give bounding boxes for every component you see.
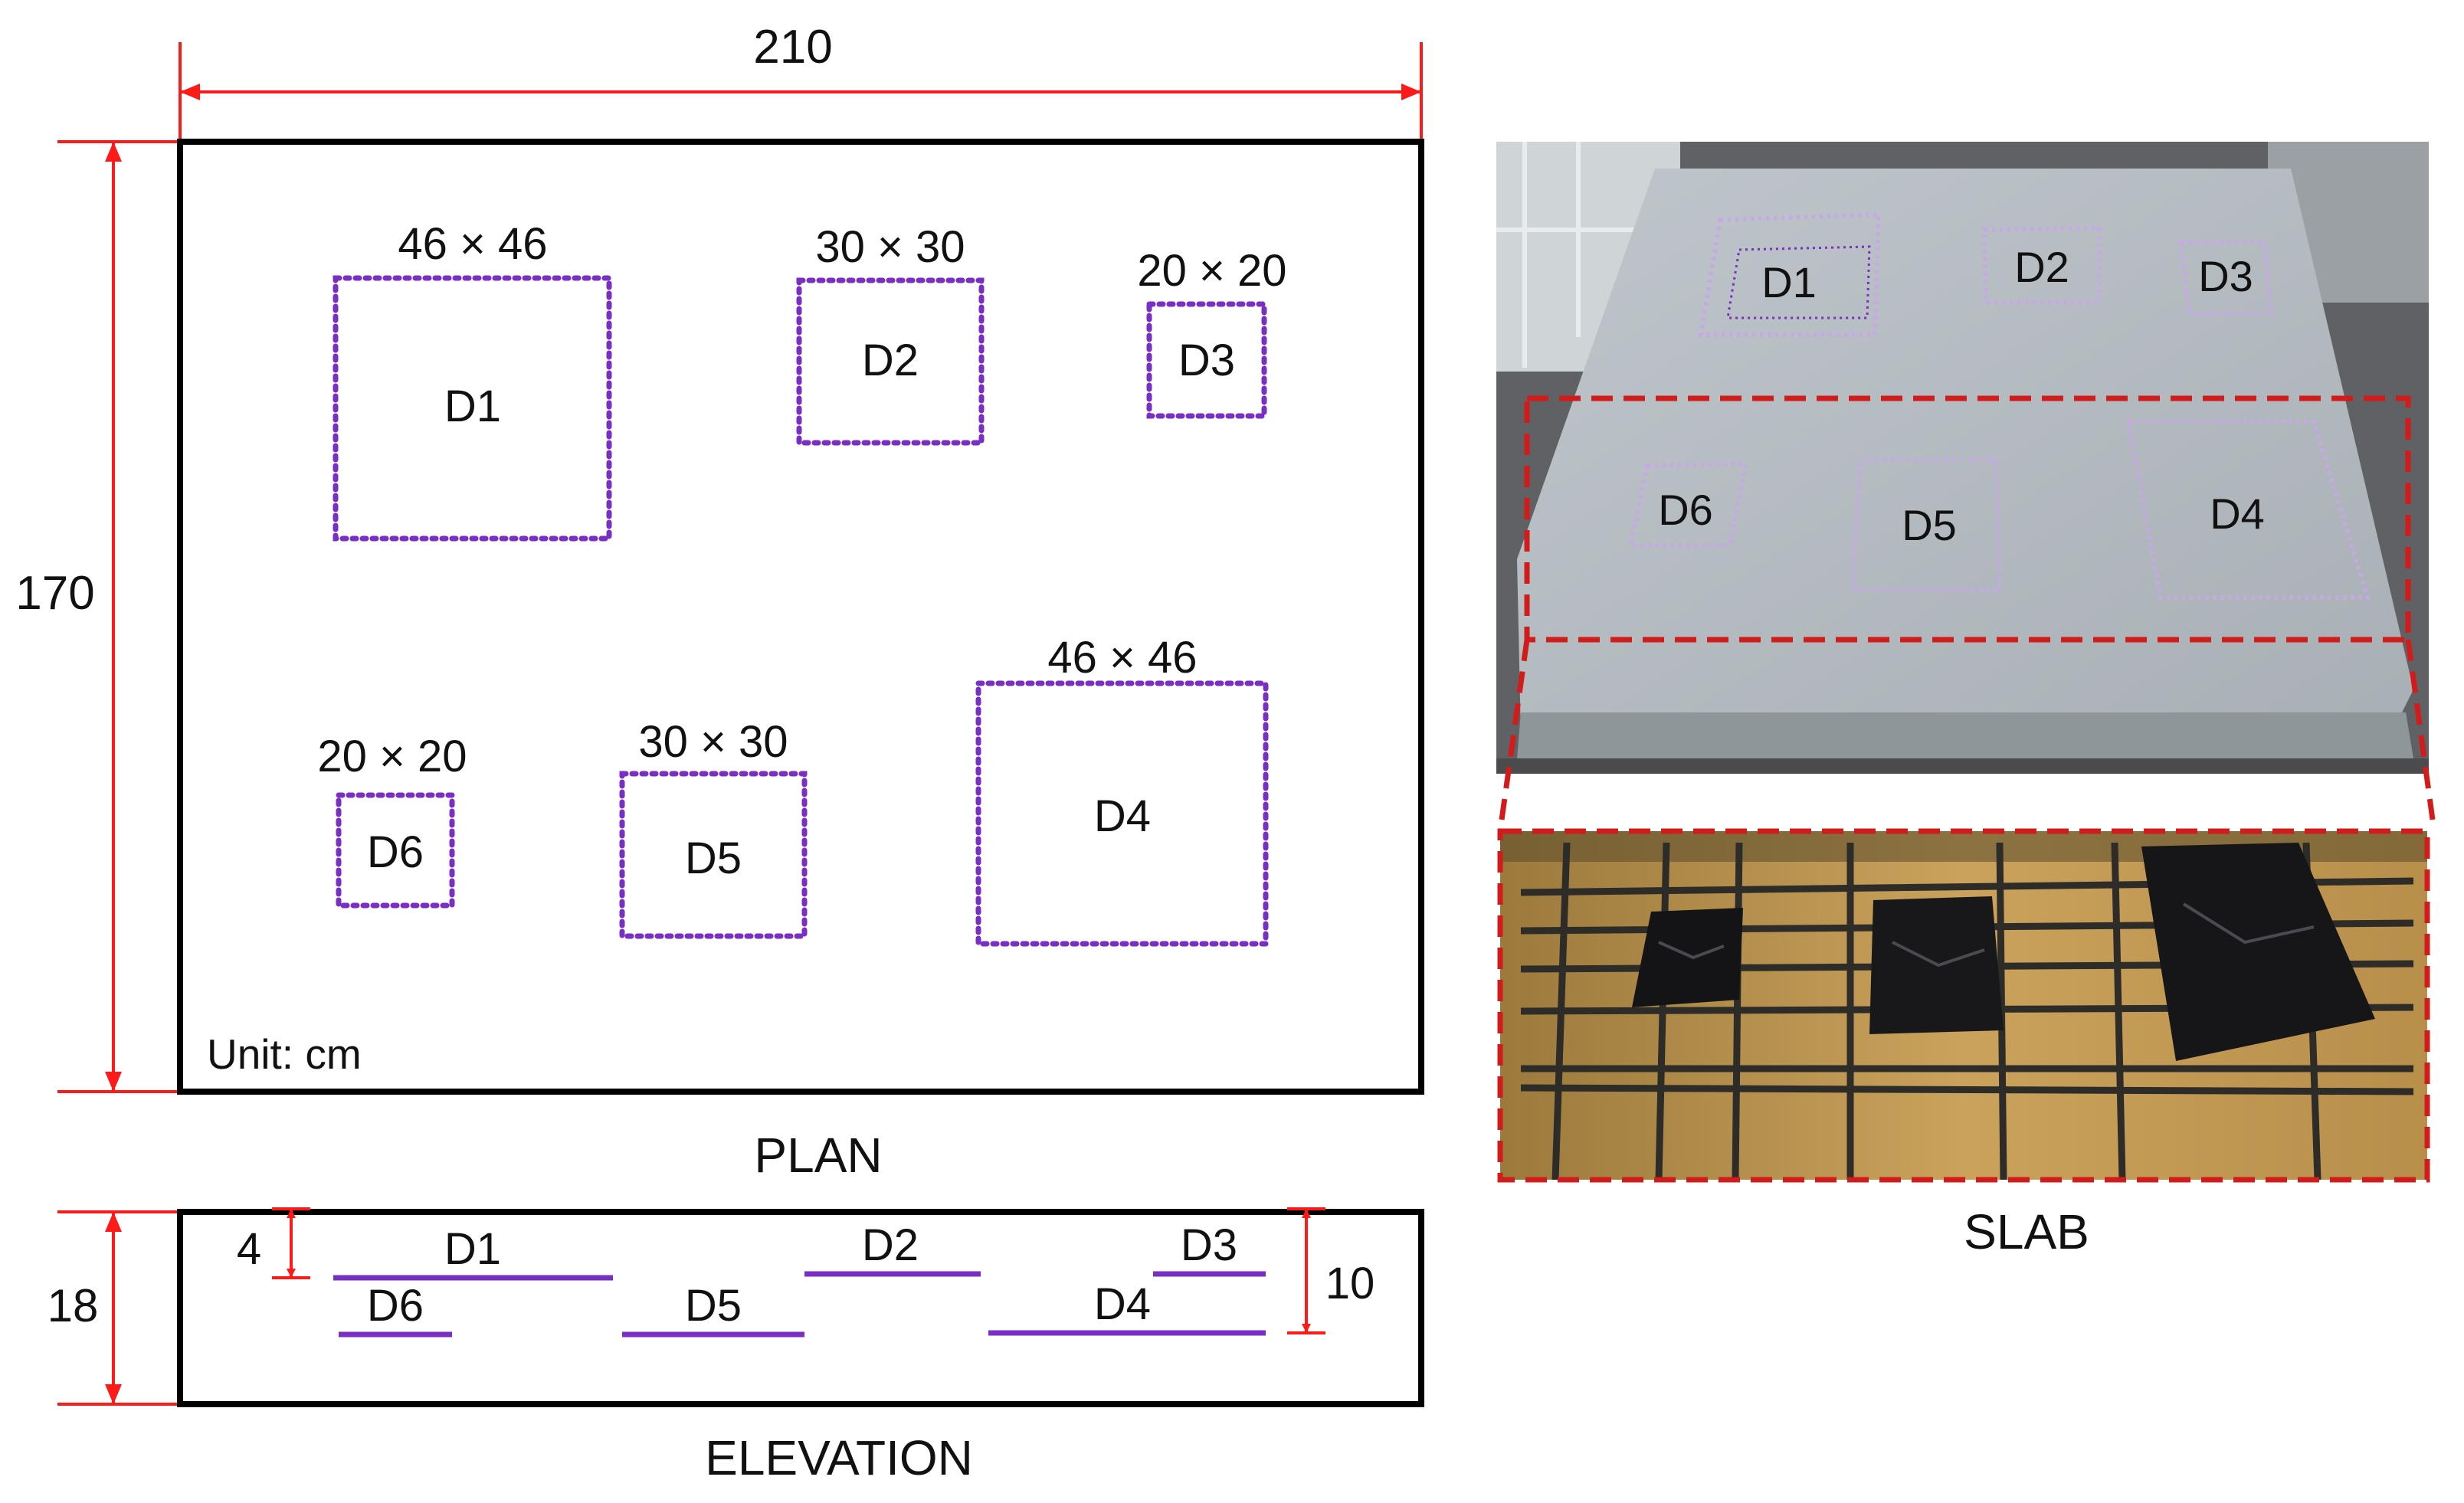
plan-defect-d4: D4 46 × 46 (975, 633, 1269, 947)
width-label: 210 (753, 21, 832, 74)
defect-d6-size: 20 × 20 (317, 732, 467, 781)
plan-defect-d5: D5 30 × 30 (619, 717, 808, 939)
defect-d4-size: 46 × 46 (1047, 633, 1197, 683)
photo-defect-d3 (2178, 238, 2275, 317)
photo-label-d1: D1 (1761, 258, 1817, 306)
photo-defect-d1 (1698, 211, 1882, 337)
photo-label-d2: D2 (2014, 243, 2069, 291)
photo-defect-d6 (1627, 460, 1748, 548)
rebar-photo-frame (1497, 828, 2430, 1183)
slab-photo: D1 D2 D3 D4 D5 D6 (1496, 142, 2436, 820)
photo-label-d6: D6 (1658, 486, 1713, 534)
plan-defect-d2: D2 30 × 30 (796, 222, 985, 446)
rebar-photo (1497, 828, 2430, 1183)
level-d4-label: D4 (1094, 1279, 1151, 1329)
elevation-view: 18 4 10 D1 D2 D3 D4 D5 D6 ELEVATION (48, 1207, 1424, 1485)
rebar-insert-large (2141, 843, 2375, 1061)
level-d5-label: D5 (685, 1281, 742, 1331)
width-dimension: 210 (179, 21, 1423, 142)
defect-d1-label: D1 (444, 381, 501, 431)
plan-slab-outline (177, 139, 1424, 1095)
height-dimension: 170 (15, 140, 178, 1093)
defect-d5-size: 30 × 30 (638, 717, 788, 767)
level-d3-label: D3 (1181, 1220, 1237, 1270)
defect-d3-label: D3 (1178, 336, 1235, 385)
plan-caption: PLAN (754, 1128, 882, 1183)
level-d2-label: D2 (862, 1220, 919, 1270)
photo-label-d3: D3 (2198, 252, 2253, 300)
defect-d6-label: D6 (367, 827, 424, 877)
photo-defect-d2 (1981, 225, 2102, 305)
plan-defect-d3: D3 20 × 20 (1137, 246, 1287, 419)
photo-defect-d4 (2125, 419, 2371, 600)
level-d6-label: D6 (367, 1281, 424, 1331)
defect-d2-label: D2 (862, 336, 919, 385)
plan-view: 210 170 D1 46 × 46 D2 30 × 30 D3 20 × 20 (15, 21, 1424, 1183)
unit-label: Unit: cm (207, 1030, 362, 1078)
rebar-insert-small (1632, 908, 1743, 1007)
defect-d4-label: D4 (1094, 791, 1151, 841)
photo-label-d5: D5 (1902, 501, 1957, 549)
deep-depth-label: 10 (1325, 1259, 1375, 1308)
defect-d5-label: D5 (685, 833, 742, 883)
elevation-slab-outline (177, 1209, 1424, 1407)
photo-label-d4: D4 (2210, 490, 2265, 538)
level-d1-label: D1 (444, 1224, 501, 1274)
thickness-label: 18 (48, 1280, 99, 1331)
elevation-caption: ELEVATION (705, 1430, 973, 1485)
photo-highlight-box (1524, 395, 2411, 643)
defect-d3-size: 20 × 20 (1137, 246, 1286, 296)
height-label: 170 (15, 567, 94, 620)
plan-defect-d6: D6 20 × 20 (317, 732, 467, 909)
slab-caption: SLAB (1964, 1204, 2089, 1259)
defect-d2-size: 30 × 30 (815, 222, 965, 272)
shallow-depth-label: 4 (237, 1224, 261, 1274)
plan-defect-d1: D1 46 × 46 (333, 219, 612, 542)
defect-d1-size: 46 × 46 (398, 219, 547, 269)
